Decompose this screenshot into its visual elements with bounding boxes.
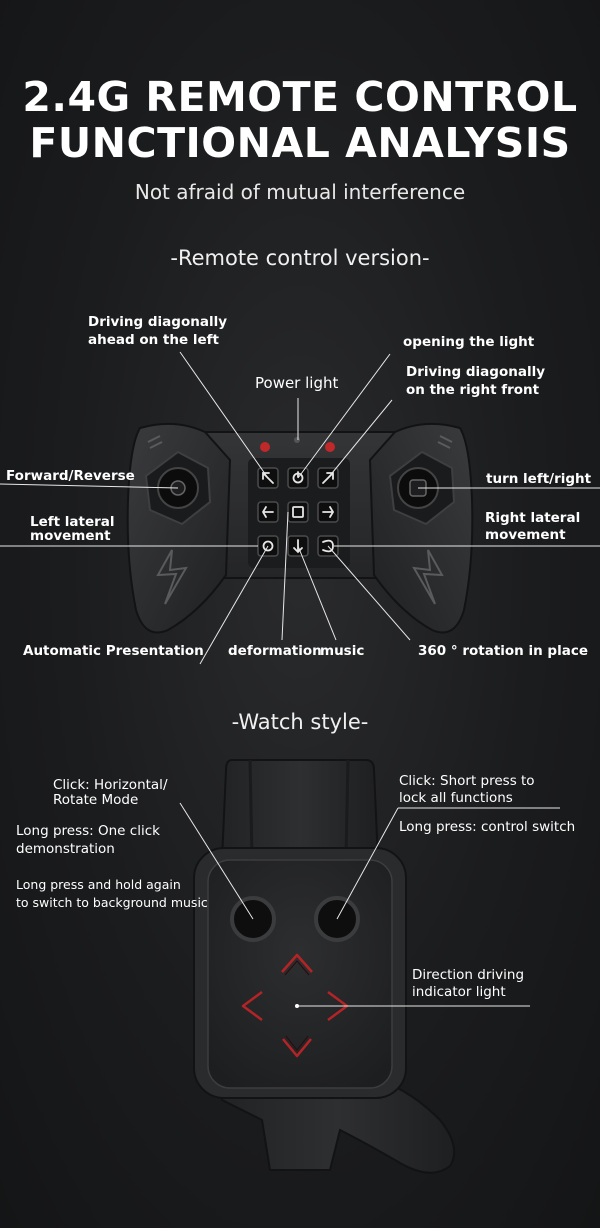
label-automatic-presentation: Automatic Presentation (23, 643, 204, 659)
label-long-press-demo-line1: Long press: One click (16, 823, 160, 839)
label-direction-line1: Direction driving (412, 967, 525, 983)
label-click-horizontal-line2: Rotate Mode (53, 792, 139, 808)
page-subtitle: Not afraid of mutual interference (134, 180, 466, 204)
label-long-press-music-line2: to switch to background music (16, 895, 208, 910)
label-forward-reverse: Forward/Reverse (6, 468, 135, 484)
label-diagonal-right-line1: Driving diagonally (406, 364, 546, 380)
label-opening-light: opening the light (403, 334, 535, 350)
remote-callout-lines (0, 351, 600, 665)
watch-controller (193, 759, 456, 1174)
label-left-lateral-line1: Left lateral (30, 514, 115, 530)
label-short-press-line2: lock all functions (399, 790, 513, 806)
label-turn-left-right: turn left/right (486, 471, 592, 487)
remote-controller (126, 422, 474, 634)
label-power-light: Power light (255, 374, 339, 392)
remote-section-heading: -Remote control version- (170, 246, 430, 270)
label-diagonal-right-line2: on the right front (406, 382, 540, 398)
watch-section-heading: -Watch style- (231, 710, 369, 734)
label-long-press-demo-line2: demonstration (16, 841, 115, 857)
label-360-rotation: 360 ° rotation in place (418, 643, 588, 659)
page-title-line1: 2.4G REMOTE CONTROL (22, 73, 578, 121)
label-right-lateral-line2: movement (485, 527, 566, 543)
label-long-press-music-line1: Long press and hold again (16, 877, 181, 892)
label-direction-line2: indicator light (412, 984, 506, 1000)
label-short-press-line1: Click: Short press to (399, 773, 535, 789)
label-click-horizontal-line1: Click: Horizontal/ (53, 777, 168, 793)
watch-callout-lines (179, 802, 560, 1007)
label-control-switch: Long press: control switch (399, 819, 576, 835)
label-music: music (320, 643, 365, 659)
label-diagonal-left-line2: ahead on the left (88, 332, 219, 348)
page-title-line2: FUNCTIONAL ANALYSIS (29, 119, 571, 167)
label-left-lateral-line2: movement (30, 528, 111, 544)
label-diagonal-left-line1: Driving diagonally (88, 314, 228, 330)
label-deformation: deformation (228, 643, 322, 659)
label-right-lateral-line1: Right lateral (485, 510, 581, 526)
